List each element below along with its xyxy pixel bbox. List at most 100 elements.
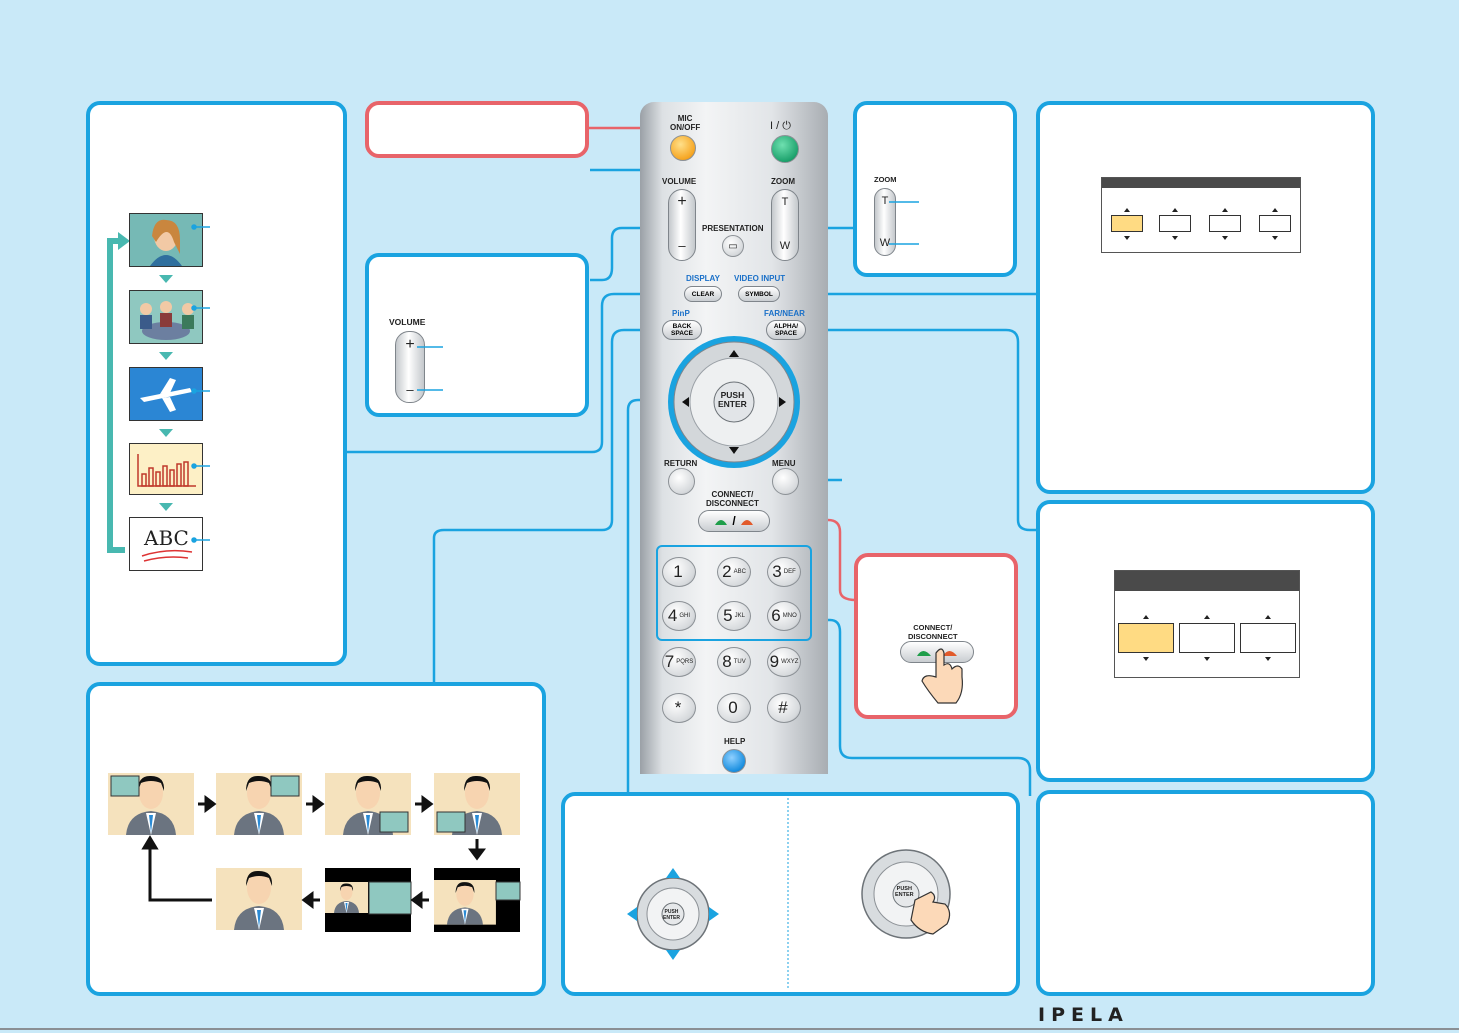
pinp-label: PinP bbox=[672, 309, 690, 318]
input-cycle-diagram bbox=[107, 232, 130, 553]
arrow-down-icon bbox=[159, 352, 173, 360]
arrow-down-icon bbox=[159, 429, 173, 437]
volume-panel-label: VOLUME bbox=[389, 317, 426, 327]
menu-cell bbox=[1159, 215, 1191, 232]
return-label: RETURN bbox=[664, 459, 698, 468]
symbol-button[interactable]: SYMBOL bbox=[738, 286, 780, 302]
up-arrow-icon bbox=[1143, 615, 1149, 619]
down-arrow-icon bbox=[1222, 236, 1228, 240]
up-arrow-icon bbox=[1204, 615, 1210, 619]
power-button[interactable] bbox=[771, 135, 799, 163]
tele-icon: T bbox=[881, 195, 889, 207]
pinp-frame bbox=[434, 773, 520, 835]
arrow-pad-press-icon bbox=[861, 849, 951, 939]
video-input-label: VIDEO INPUT bbox=[734, 274, 786, 283]
down-arrow-icon bbox=[1272, 236, 1278, 240]
connect-disconnect-button[interactable]: / bbox=[698, 510, 770, 532]
meeting-image-thumbnail bbox=[129, 290, 203, 344]
abc-text: ABC bbox=[144, 526, 189, 550]
airplane-image-thumbnail bbox=[129, 367, 203, 421]
connect-label: CONNECT/ DISCONNECT bbox=[706, 490, 759, 508]
zoom-label: ZOOM bbox=[771, 177, 795, 186]
up-arrow-icon bbox=[1265, 615, 1271, 619]
display-menu-mock bbox=[1101, 177, 1301, 253]
arrow-down-icon bbox=[159, 275, 173, 283]
connect-slash: / bbox=[732, 513, 736, 528]
volume-callout-lines bbox=[417, 346, 443, 391]
far-near-menu-mock bbox=[1114, 570, 1300, 678]
volume-up-icon[interactable]: + bbox=[677, 193, 687, 210]
zoom-callout-lines bbox=[889, 201, 919, 245]
navigation-diagrams bbox=[627, 798, 951, 990]
zoom-panel-label: ZOOM bbox=[874, 175, 897, 184]
volume-rocker[interactable]: + – bbox=[668, 189, 696, 261]
volume-label: VOLUME bbox=[662, 177, 697, 186]
pinp-frame bbox=[216, 773, 302, 835]
pinp-frame bbox=[434, 868, 521, 932]
menu-cell bbox=[1259, 215, 1291, 232]
pinp-panel bbox=[86, 682, 546, 996]
up-arrow-icon bbox=[1272, 208, 1278, 212]
display-menu-panel bbox=[1036, 101, 1375, 494]
clear-button[interactable]: CLEAR bbox=[684, 286, 722, 302]
display-label: DISPLAY bbox=[686, 274, 720, 283]
back-space-button[interactable]: BACK SPACE bbox=[662, 320, 702, 340]
pinp-frame bbox=[325, 868, 412, 932]
return-button[interactable] bbox=[668, 468, 695, 495]
brand-logo: IPELA bbox=[1034, 1004, 1133, 1026]
zoom-wide-icon[interactable]: W bbox=[779, 240, 791, 252]
push-enter-small-label: PUSH ENTER bbox=[895, 886, 914, 898]
presentation-label: PRESENTATION bbox=[702, 224, 764, 233]
down-arrow-icon bbox=[1265, 657, 1271, 661]
menu-cell bbox=[1179, 623, 1235, 653]
menu-cell-selected bbox=[1111, 215, 1143, 232]
mic-callout-panel bbox=[365, 101, 589, 158]
zoom-rocker[interactable]: T W bbox=[771, 189, 799, 261]
abc-document-thumbnail: ABC bbox=[129, 517, 203, 571]
far-near-menu-header bbox=[1115, 571, 1299, 591]
input-select-panel: ABC bbox=[86, 101, 347, 666]
zoom-panel-rocker: T W bbox=[874, 188, 896, 256]
down-arrow-icon bbox=[1143, 657, 1149, 661]
key-hash[interactable]: # bbox=[767, 693, 801, 723]
menu-cell bbox=[1240, 623, 1296, 653]
plus-icon: + bbox=[405, 336, 415, 353]
alpha-space-button[interactable]: ALPHA/ SPACE bbox=[766, 320, 806, 340]
bar-chart-image-thumbnail bbox=[129, 443, 203, 495]
help-label: HELP bbox=[724, 737, 746, 746]
volume-panel-rocker: + – bbox=[395, 331, 425, 403]
mic-button[interactable] bbox=[670, 135, 696, 161]
key-star[interactable]: * bbox=[662, 693, 696, 723]
menu-button[interactable] bbox=[772, 468, 799, 495]
down-arrow-icon bbox=[1124, 236, 1130, 240]
presentation-button[interactable]: ▭ bbox=[722, 235, 744, 257]
zoom-tele-icon[interactable]: T bbox=[781, 196, 789, 208]
arrow-pad[interactable] bbox=[640, 102, 828, 774]
minus-icon: – bbox=[406, 382, 414, 397]
push-enter-small-label: PUSH ENTER bbox=[663, 909, 680, 921]
down-arrow-icon bbox=[1204, 657, 1210, 661]
arrow-pad-icon bbox=[627, 868, 719, 960]
help-button[interactable] bbox=[722, 749, 746, 773]
down-arrow-icon bbox=[1172, 236, 1178, 240]
up-arrow-icon bbox=[1124, 208, 1130, 212]
keypad-highlight bbox=[656, 545, 812, 641]
far-near-label: FAR/NEAR bbox=[764, 309, 805, 318]
key-1[interactable]: 1 bbox=[662, 557, 696, 587]
menu-label: MENU bbox=[772, 459, 796, 468]
volume-down-icon[interactable]: – bbox=[678, 238, 686, 253]
key-0[interactable]: 0 bbox=[717, 693, 751, 723]
remote-control: MIC ON/OFF I / ⏻ VOLUME + – ZOOM T W PRE… bbox=[640, 102, 828, 774]
push-enter-label[interactable]: PUSH ENTER bbox=[718, 390, 747, 409]
page-bottom-rule bbox=[0, 1028, 1459, 1030]
mic-label: MIC ON/OFF bbox=[670, 114, 701, 132]
numeric-keypad-panel bbox=[1036, 790, 1375, 996]
